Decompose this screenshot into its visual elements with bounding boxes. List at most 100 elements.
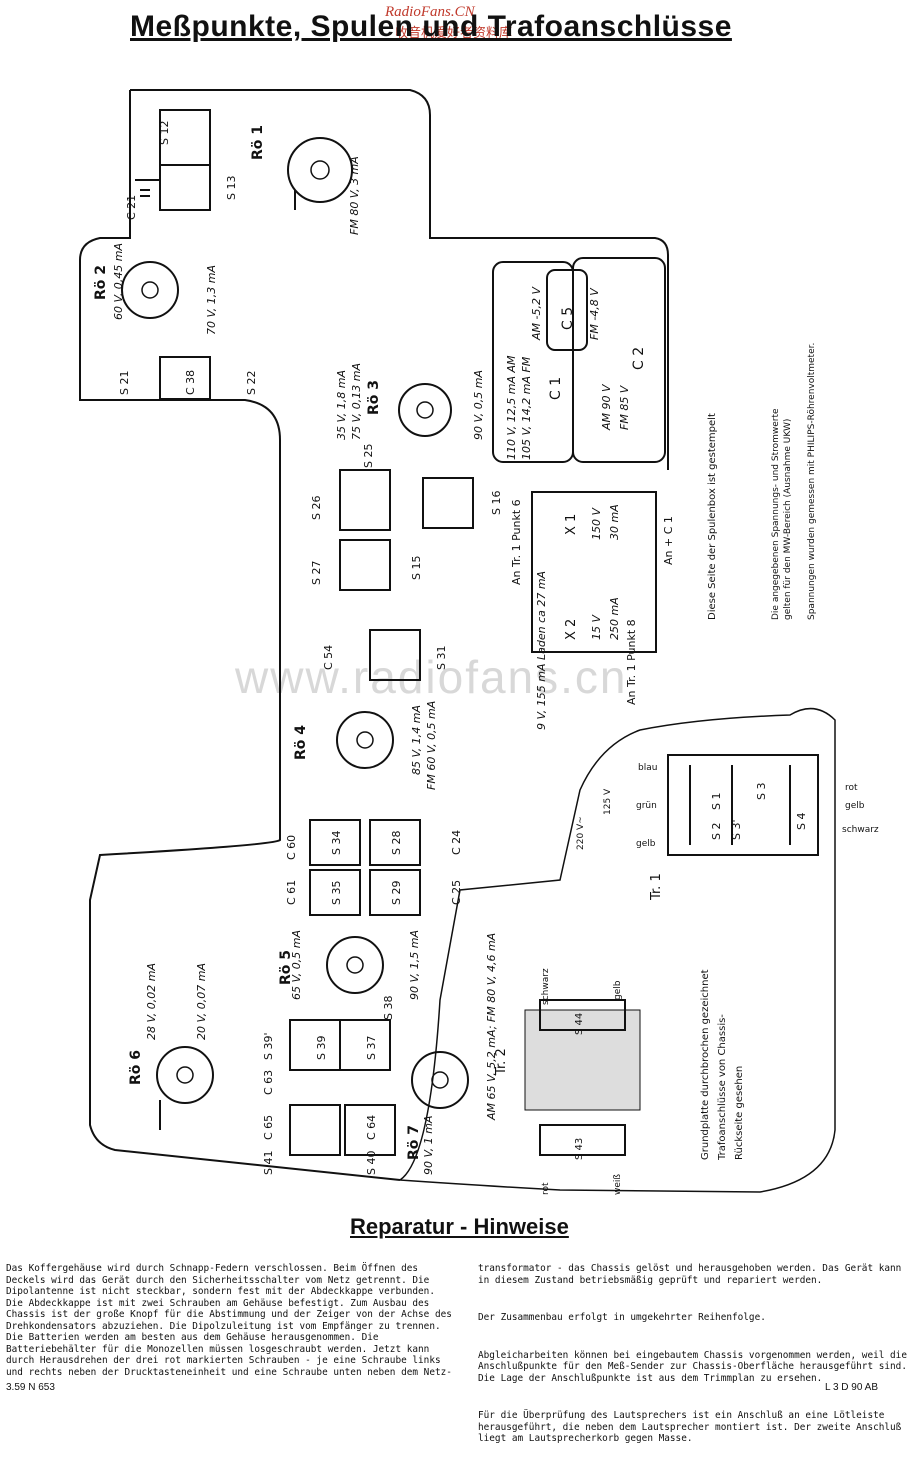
repair-right-2: Der Zusammenbau erfolgt in umgekehrter R… [478,1312,766,1323]
diagram-label: 20 V, 0,07 mA [195,963,208,1040]
transformer-tr2: schwarz gelb rot weiß S 44 S 43 Tr. 2 Gr… [494,968,745,1195]
tube-ro1: Rö 1 FM 80 V, 3 mA [250,125,361,235]
note-messung-2: gelten für den MW-Bereich (Ausnahme UKW) [783,419,793,620]
diagram-label: S 44 [574,1013,585,1035]
grundplatte-outline [399,707,836,1193]
diagram-label: Grundplatte durchbrochen gezeichnet [700,969,711,1160]
diagram-label: C 2 [631,347,647,370]
diagram-label: An + C 1 [662,516,675,565]
diagram-label: blau [638,763,657,773]
diagram-label: C 54 [322,645,335,670]
diagram-label: S 25 [362,444,375,468]
footer-left: 3.59 N 653 [6,1382,55,1393]
diagram-label: S 26 [310,496,323,520]
diagram-label: Rö 6 [128,1050,144,1085]
diagram-label: C 63 [262,1070,275,1095]
diagram-label: 9 V, 155 mA Laden ca 27 mA [535,571,548,730]
diagram-label: schwarz [842,825,879,835]
coil-s25-s26-s27: S 25 S 26 S 27 [310,444,391,591]
coil-s21-s22: S 21 C 38 S 22 [118,356,258,400]
diagram-label: S 27 [310,561,323,585]
repair-left-column: Das Koffergehäuse wird durch Schnapp-Fed… [6,1240,456,1393]
coil-s12-s13: S 12 S 13 C 21 [125,109,238,220]
diagram-label: S 40 [365,1151,378,1175]
diagram-label: 85 V, 1,4 mA [410,705,423,775]
diagram-label: S 15 [410,556,423,580]
battery-block: C 1 110 V, 12,5 mA AM 105 V, 14,2 mA FM … [492,257,666,463]
diagram-label: S 12 [158,121,171,145]
diagram-label: AM 65 V, 5,2 mA; FM 80 V, 4,6 mA [485,933,498,1121]
diagram-label: S 13 [225,176,238,200]
repair-right-column: transformator - das Chassis gelöst und h… [478,1240,916,1459]
diagram-label: grün [636,801,657,811]
coil-block-s34-s29: C 60 S 34 S 28 C 24 C 61 S 35 S 29 C 25 [285,819,463,916]
repair-left-text: Das Koffergehäuse wird durch Schnapp-Fed… [6,1263,458,1378]
diagram-label: Trafoanschlüsse von Chassis- [717,1014,728,1161]
diagram-label: 250 mA [608,597,621,640]
diagram-label: X 2 [564,619,579,640]
tube-ro3: Rö 3 35 V, 1,8 mA 75 V, 0,13 mA 90 V, 0,… [335,363,485,440]
chassis-outline [79,89,669,1181]
diagram-label: An Tr. 1 Punkt 8 [625,619,638,705]
diagram-label: Tr. 2 [494,1048,509,1076]
diagram-label: FM -4,8 V [588,287,601,340]
diagram-label: C 24 [450,830,463,855]
diagram-label: S 3' [730,819,743,840]
diagram-label: 220 V~ [576,816,586,850]
diagram-label: Rö 4 [293,725,309,760]
tube-ro2: Rö 2 60 V, 0,45 mA 70 V, 1,3 mA [93,243,218,335]
diagram-label: schwarz [541,968,551,1005]
charger-box: X 1 150 V 30 mA X 2 15 V 250 mA An Tr. 1… [510,491,675,730]
diagram-label: Rö 3 [366,380,382,415]
diagram-label: S 2 [710,823,723,840]
diagram-label: 90 V, 1 mA [422,1116,435,1176]
diagram-label: gelb [613,980,623,1000]
repair-right-1: transformator - das Chassis gelöst und h… [478,1263,907,1286]
diagram-label: Rö 2 [93,265,109,300]
diagram-label: 105 V, 14,2 mA FM [520,356,533,460]
diagram-label: 60 V, 0,45 mA [112,243,125,320]
diagram-label: Rückseite gesehen [734,1066,745,1160]
tube-ro7: Rö 7 90 V, 1 mA AM 65 V, 5,2 mA; FM 80 V… [406,933,498,1175]
repair-right-4: Für die Überprüfung des Lautsprechers is… [478,1410,907,1444]
diagram-label: S 21 [118,371,131,395]
diagram-label: AM -5,2 V [530,286,543,341]
diagram-label: FM 85 V [618,384,631,430]
diagram-label: rot [845,783,858,793]
diagram-label: weiß [613,1174,623,1195]
diagram-label: S 28 [390,831,403,855]
diagram-label: 125 V [603,788,613,815]
note-messung-3: Spannungen wurden gemessen mit PHILIPS-R… [807,343,817,620]
diagram-label: C 60 [285,835,298,860]
diagram-label: Tr. 1 [649,873,664,901]
diagram-label: Rö 5 [278,950,294,985]
diagram-label: S 1 [710,793,723,810]
diagram-label: Rö 7 [406,1125,422,1160]
ro1-label: Rö 1 [250,125,266,160]
repair-right-3: Abgleicharbeiten können bei eingebautem … [478,1349,913,1384]
tube-ro4: Rö 4 85 V, 1,4 mA FM 60 V, 0,5 mA [293,701,438,790]
coil-block-s37-s40: S 39' S 38 C 63 S 39 S 37 C 65 C 64 S 41… [262,996,396,1175]
diagram-label: C 61 [285,880,298,905]
tube-ro6: Rö 6 28 V, 0,02 mA 20 V, 0,07 mA [128,963,214,1130]
diagram-label: S 35 [330,881,343,905]
diagram-label: 70 V, 1,3 mA [205,265,218,335]
page-title: Meßpunkte, Spulen und Trafoanschlüsse [130,10,732,43]
diagram-label: S 29 [390,881,403,905]
ro1-values: FM 80 V, 3 mA [348,156,361,235]
diagram-label: rot [541,1182,551,1195]
diagram-label: S 43 [574,1138,585,1160]
diagram-label: 28 V, 0,02 mA [145,963,158,1040]
diagram-label: S 39' [262,1033,275,1061]
diagram-label: S 4 [795,813,808,830]
diagram-label: 15 V [590,614,603,640]
diagram-label: S 3 [755,783,768,800]
diagram-label: 90 V, 1,5 mA [408,930,421,1000]
coil-s15-s16: S 15 S 16 [410,477,503,580]
diagram-label: C 21 [125,195,138,220]
diagram-label: 150 V [590,507,603,540]
diagram-label: An Tr. 1 Punkt 6 [510,499,523,585]
coil-s31: C 54 S 31 [322,629,448,681]
diagram-label: C 64 [365,1115,378,1140]
diagram-label: S 39 [315,1036,328,1060]
